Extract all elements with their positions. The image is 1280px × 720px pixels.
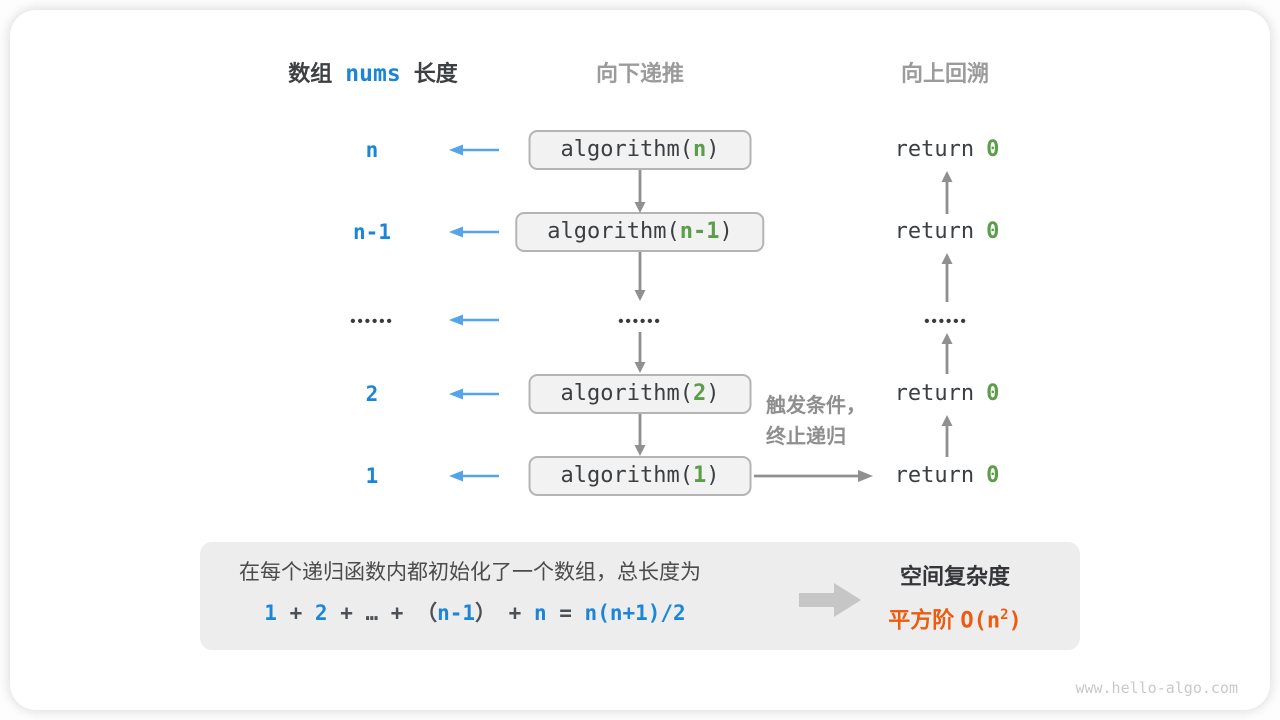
return-value: 0 — [986, 463, 1000, 488]
formula-term: 2 — [314, 601, 328, 625]
ellipsis-left: •••••• — [350, 313, 394, 330]
formula-operator: + — [378, 601, 417, 625]
up-arrow-icon — [941, 415, 953, 457]
call-param: 1 — [692, 463, 707, 488]
formula-term: n — [533, 601, 547, 625]
return-keyword: return — [894, 463, 975, 488]
left-arrow-icon — [449, 314, 499, 326]
big-o-close: ) — [1008, 608, 1022, 634]
call-text: algorithm( — [547, 219, 680, 244]
return-value: 0 — [986, 219, 1000, 244]
return-keyword: return — [894, 219, 975, 244]
call-text: algorithm( — [560, 381, 693, 406]
return-keyword: return — [894, 137, 975, 162]
formula-term: n-1 — [437, 601, 476, 625]
return-statement: return 0 — [895, 461, 1000, 491]
return-keyword: return — [894, 381, 975, 406]
formula-equals: = — [546, 601, 585, 625]
summary-box: 在每个递归函数内都初始化了一个数组，总长度为 1 + 2 + … + （n-1）… — [200, 542, 1080, 650]
column-header-backtrack-up: 向上回溯 — [900, 61, 990, 86]
call-box-algorithm-1: algorithm(1) — [528, 456, 752, 496]
formula-operator: + — [327, 601, 366, 625]
left-arrow-icon — [449, 144, 499, 156]
left-arrow-icon — [449, 226, 499, 238]
block-arrow-icon — [799, 583, 861, 617]
header-array-label: 数组 — [288, 61, 333, 86]
formula-ellipsis: … — [365, 601, 379, 625]
column-header-array-length: 数组 nums 长度 — [288, 60, 457, 88]
up-arrow-icon — [941, 333, 953, 374]
up-arrow-icon — [941, 171, 953, 214]
formula-operator: + — [496, 601, 534, 625]
return-value: 0 — [986, 137, 1000, 162]
big-o-exponent: 2 — [1000, 607, 1009, 623]
header-nums-code: nums — [345, 61, 401, 87]
call-param: n — [692, 137, 707, 162]
call-text: algorithm( — [560, 463, 693, 488]
formula-paren: ） — [475, 601, 497, 625]
call-param: n-1 — [679, 219, 720, 244]
down-arrow-icon — [634, 252, 646, 301]
return-value: 0 — [986, 381, 1000, 406]
formula-result: n(n+1)/2 — [584, 601, 686, 625]
call-box-algorithm-n-1: algorithm(n-1) — [515, 212, 765, 252]
left-arrow-icon — [449, 470, 499, 482]
length-label-1: 1 — [365, 464, 379, 488]
formula-operator: + — [276, 601, 315, 625]
return-statement: return 0 — [895, 217, 1000, 247]
length-label-2: 2 — [365, 382, 379, 406]
call-text-close: ) — [719, 219, 733, 244]
right-arrow-icon — [754, 470, 873, 482]
header-length-label: 长度 — [413, 61, 458, 86]
up-arrow-icon — [941, 253, 953, 302]
space-complexity-result: 平方阶 O(n2) — [888, 600, 1022, 636]
call-text-close: ) — [706, 137, 720, 162]
call-text-close: ) — [706, 463, 720, 488]
ellipsis-middle: •••••• — [618, 313, 662, 330]
site-watermark: www.hello-algo.com — [1075, 679, 1238, 697]
return-statement: return 0 — [895, 135, 1000, 165]
formula-term: 1 — [264, 601, 277, 625]
down-arrow-icon — [634, 414, 646, 456]
space-complexity-title: 空间复杂度 — [899, 564, 1011, 589]
left-arrow-icon — [449, 388, 499, 400]
length-label-n-1: n-1 — [353, 220, 391, 244]
column-header-recurse-down: 向下递推 — [595, 61, 685, 86]
call-text: algorithm( — [560, 137, 693, 162]
down-arrow-icon — [634, 170, 646, 213]
call-box-algorithm-n: algorithm(n) — [528, 130, 752, 170]
down-arrow-icon — [634, 332, 646, 373]
trigger-condition-note: 触发条件， 终止递归 — [766, 391, 866, 453]
call-param: 2 — [692, 381, 707, 406]
big-o-notation: O(n — [960, 608, 1001, 634]
length-label-n: n — [365, 138, 379, 162]
trigger-line-1: 触发条件， — [766, 395, 866, 417]
trigger-line-2: 终止递归 — [766, 426, 846, 448]
summary-description: 在每个递归函数内都初始化了一个数组，总长度为 — [239, 561, 701, 584]
formula-paren: （ — [416, 601, 438, 625]
call-text-close: ) — [706, 381, 720, 406]
ellipsis-right: •••••• — [924, 313, 968, 330]
return-statement: return 0 — [895, 379, 1000, 409]
summary-formula: 1 + 2 + … + （n-1） + n = n(n+1)/2 — [264, 598, 685, 628]
complexity-order-label: 平方阶 — [888, 607, 961, 633]
call-box-algorithm-2: algorithm(2) — [528, 374, 752, 414]
